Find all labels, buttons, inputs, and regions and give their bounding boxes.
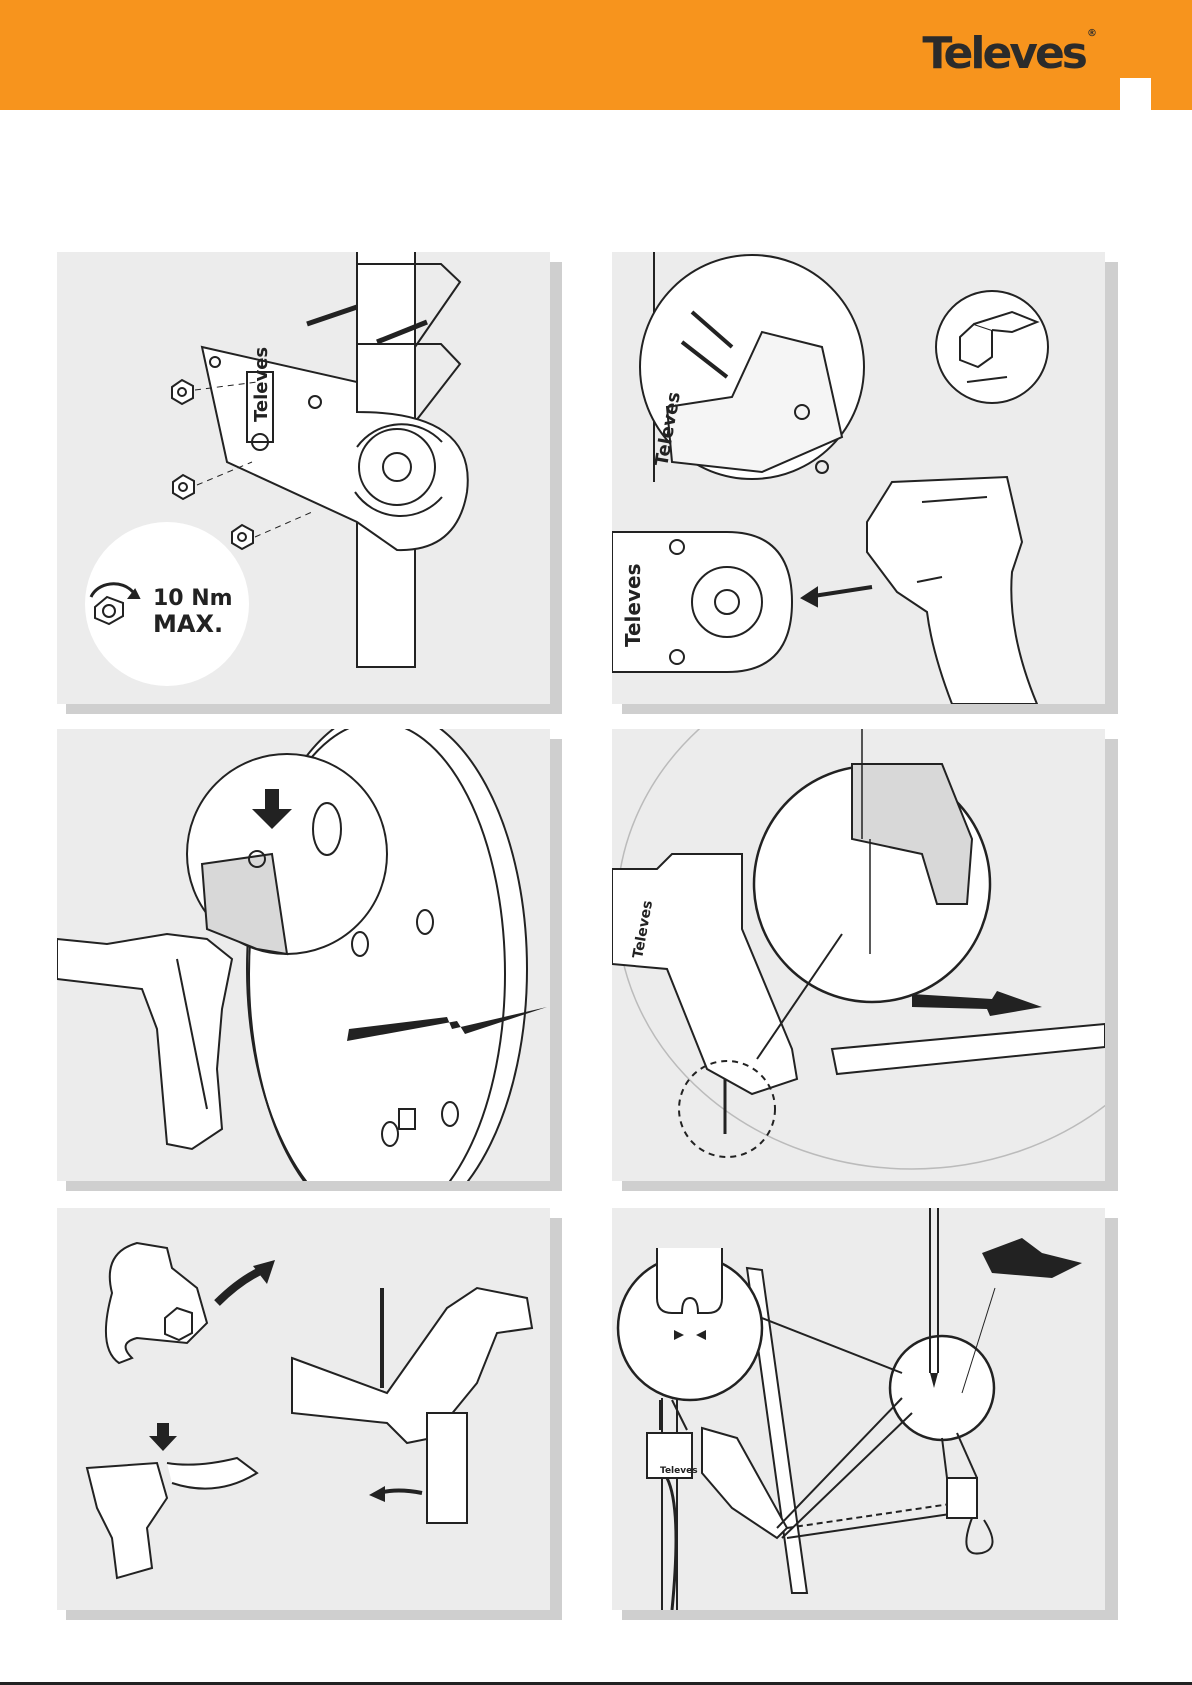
lnb-arm-illustration: Televes	[612, 729, 1105, 1181]
torque-max: MAX.	[153, 610, 223, 638]
dish-attach-illustration	[57, 729, 550, 1181]
panel-step-6: Televes	[612, 1208, 1105, 1610]
final-adjust-illustration: Televes	[612, 1208, 1105, 1610]
brand-logo: Televes®	[922, 28, 1097, 79]
bracket-logo: Televes	[251, 347, 272, 422]
panel-step-4: Televes	[612, 729, 1105, 1181]
slide-arrow-icon	[369, 1486, 385, 1502]
wing-nut-icon	[982, 1238, 1082, 1278]
lnb-holder-illustration	[57, 1208, 550, 1610]
panel-step-1: Televes 10 Nm MAX.	[57, 252, 550, 704]
bracket-logo: Televes	[660, 1466, 698, 1476]
torque-value: 10 Nm	[153, 586, 233, 611]
bracket-logo: Televes	[621, 564, 645, 647]
panel-step-2: Televes Televes	[612, 252, 1105, 704]
panel-step-5	[57, 1208, 550, 1610]
bracket-mount-illustration: Televes 10 Nm MAX.	[57, 252, 550, 704]
page-tab	[1120, 78, 1151, 110]
insert-arrow-icon	[912, 991, 1042, 1016]
header-bar: Televes®	[0, 0, 1192, 110]
press-arrow-icon	[149, 1423, 177, 1451]
panel-step-3	[57, 729, 550, 1181]
bracket-arm-illustration: Televes Televes	[612, 252, 1105, 704]
